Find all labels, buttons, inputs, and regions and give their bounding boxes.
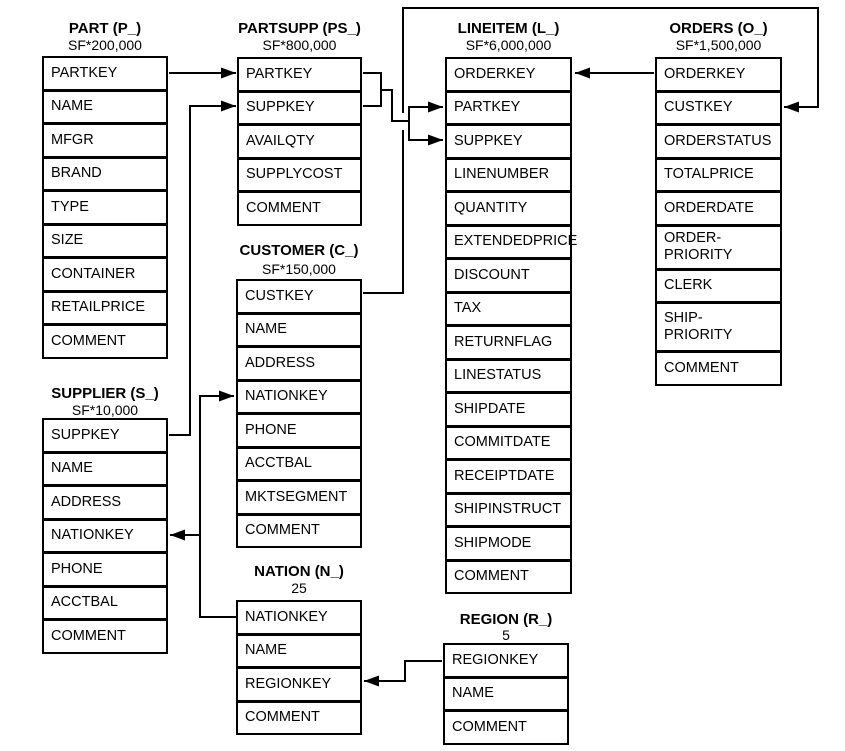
customer-column-row: NAME [236,312,362,347]
lineitem-column-row: SHIPDATE [445,392,572,427]
customer-column-row: COMMENT [236,513,362,548]
lineitem-column-row: SHIPINSTRUCT [445,492,572,527]
orders-column-row: ORDER- PRIORITY [655,224,782,270]
part-column-row: TYPE [42,190,168,225]
supplier-column-row: SUPPKEY [42,418,168,453]
orders-column-row: ORDERDATE [655,191,782,226]
customer-column-row: ADDRESS [236,346,362,381]
table-title-orders: ORDERS (O_) [669,20,768,37]
partsupp-column-row: SUPPLYCOST [237,157,362,192]
nation-column-row: REGIONKEY [236,667,362,702]
orders-column-row: CLERK [655,268,782,303]
table-title-partsupp: PARTSUPP (PS_) [238,20,361,37]
lineitem-column-row: RETURNFLAG [445,325,572,360]
part-column-row: BRAND [42,156,168,191]
customer-column-row: ACCTBAL [236,446,362,481]
table-title-lineitem: LINEITEM (L_) [457,20,560,37]
orders-column-row: ORDERSTATUS [655,124,782,159]
part-column-row: MFGR [42,123,168,158]
lineitem-column-row: LINENUMBER [445,157,572,192]
connector-partsupp-keys-bracket [363,72,382,107]
supplier-column-row: ADDRESS [42,485,168,520]
table-title-supplier: SUPPLIER (S_) [51,385,159,402]
partsupp-column-row: AVAILQTY [237,124,362,159]
lineitem-column-row: LINESTATUS [445,358,572,393]
orders-column-row: COMMENT [655,351,782,386]
supplier-column-row: COMMENT [42,619,168,654]
customer-column-row: CUSTKEY [236,279,362,314]
supplier-column-row: PHONE [42,552,168,587]
table-cardinality-orders: SF*1,500,000 [675,37,762,53]
supplier-column-row: NAME [42,451,168,486]
lineitem-column-row: QUANTITY [445,191,572,226]
table-title-customer: CUSTOMER (C_) [239,242,359,259]
lineitem-column-row: DISCOUNT [445,258,572,293]
part-column-row: PARTKEY [42,56,168,91]
table-cardinality-customer: SF*150,000 [262,261,336,277]
orders-column-row: TOTALPRICE [655,157,782,192]
region-column-row: NAME [443,676,569,711]
lineitem-column-row: RECEIPTDATE [445,459,572,494]
orders-column-row: SHIP- PRIORITY [655,302,782,352]
customer-column-row: MKTSEGMENT [236,480,362,515]
part-column-row: RETAILPRICE [42,290,168,325]
lineitem-column-row: SUPPKEY [445,124,572,159]
table-cardinality-part: SF*200,000 [68,37,142,53]
region-column-row: REGIONKEY [443,643,569,678]
customer-column-row: NATIONKEY [236,379,362,414]
lineitem-column-row: COMMITDATE [445,425,572,460]
lineitem-column-row: SHIPMODE [445,526,572,561]
partsupp-column-row: PARTKEY [237,57,362,92]
partsupp-column-row: COMMENT [237,191,362,226]
table-cardinality-supplier: SF*10,000 [71,402,139,418]
lineitem-column-row: PARTKEY [445,90,572,125]
table-title-part: PART (P_) [68,20,142,37]
lineitem-column-row: COMMENT [445,559,572,594]
table-title-region: REGION (R_) [459,611,553,628]
part-column-row: SIZE [42,223,168,258]
region-column-row: COMMENT [443,710,569,745]
nation-column-row: COMMENT [236,700,362,735]
lineitem-column-row: TAX [445,291,572,326]
lineitem-column-row: ORDERKEY [445,57,572,92]
part-column-row: NAME [42,89,168,124]
supplier-column-row: NATIONKEY [42,518,168,553]
table-cardinality-lineitem: SF*6,000,000 [465,37,552,53]
connector-partsupp-keys-trunk [381,89,409,122]
nation-column-row: NATIONKEY [236,600,362,635]
connector-region-regionkey-to-nation-regionkey [364,660,442,687]
orders-column-row: ORDERKEY [655,57,782,92]
table-cardinality-partsupp: SF*800,000 [262,37,337,53]
table-cardinality-region: 5 [502,627,510,643]
part-column-row: COMMENT [42,324,168,359]
partsupp-column-row: SUPPKEY [237,90,362,125]
customer-column-row: PHONE [236,413,362,448]
nation-column-row: NAME [236,633,362,668]
part-column-row: CONTAINER [42,257,168,292]
supplier-column-row: ACCTBAL [42,585,168,620]
table-cardinality-nation: 25 [291,580,307,596]
connector-trunk-to-lineitem-suppkey [408,121,443,146]
orders-column-row: CUSTKEY [655,90,782,125]
connector-trunk-to-lineitem-partkey [408,101,443,121]
lineitem-column-row: EXTENDEDPRICE [445,224,577,259]
table-title-nation: NATION (N_) [254,563,344,580]
